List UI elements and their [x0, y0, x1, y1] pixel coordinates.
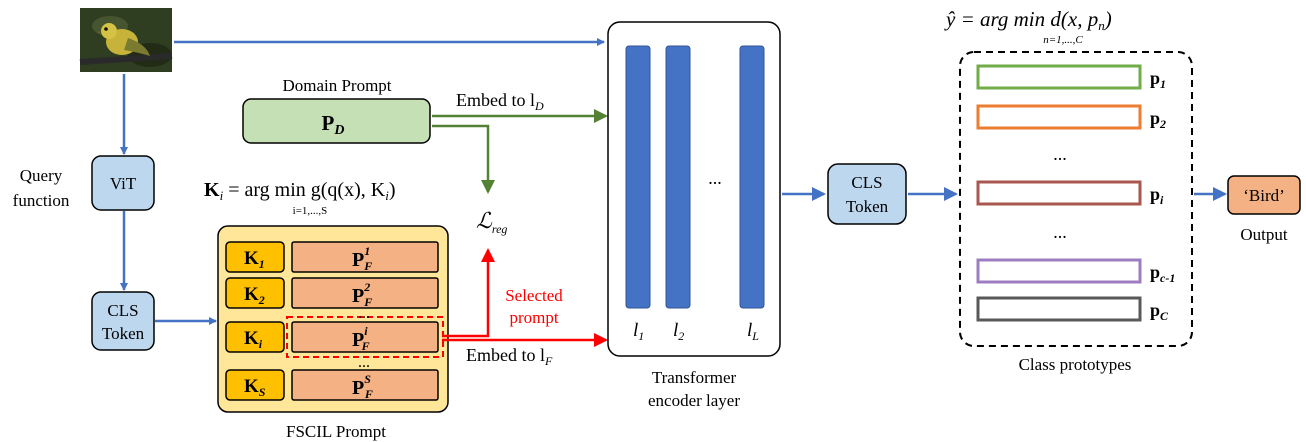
- cls-token-right-line1: CLS: [851, 173, 882, 192]
- cls-token-left: CLS Token: [91, 291, 155, 351]
- domain-prompt-box: PD: [242, 98, 431, 144]
- arrow-selected-to-loss: [442, 248, 495, 338]
- prompt-box: [291, 241, 439, 273]
- encoder-layer-L: [739, 45, 765, 309]
- layer-label-1: l1: [633, 320, 644, 343]
- domain-prompt-symbol: PD: [322, 111, 345, 138]
- prototype-label: pi: [1150, 184, 1164, 207]
- query-function-label-line2: function: [13, 191, 70, 210]
- encoder-layer-2: [665, 45, 691, 309]
- cls-token-right: CLS Token: [827, 163, 907, 225]
- layer-label-L: lL: [747, 320, 759, 343]
- prototype-bar: [976, 64, 1142, 90]
- encoder-caption-line1: Transformer: [652, 368, 737, 387]
- embed-f-label: Embed to lF: [466, 345, 553, 368]
- prototype-bar: [976, 104, 1142, 130]
- cls-token-right-line2: Token: [846, 197, 889, 216]
- vit-box: ViT: [91, 155, 155, 211]
- prototype-label: pC: [1150, 300, 1169, 323]
- output-box: ‘Bird’: [1227, 175, 1301, 215]
- prototype-rows: p1 p2 pi pc-1 pC: [976, 64, 1175, 323]
- prediction-equation-under: n=1,...,C: [1043, 34, 1083, 46]
- key-selection-equation: Ki = arg min g(q(x), Ki): [204, 179, 395, 203]
- key-equation-under: i=1,...,S: [293, 205, 328, 217]
- prototypes-caption: Class prototypes: [1019, 355, 1132, 374]
- pool-ellipsis-1: ...: [358, 305, 370, 322]
- arrow-domain-to-loss: [432, 124, 495, 194]
- cls-token-left-line1: CLS: [107, 301, 138, 320]
- pool-ellipsis-2: ...: [358, 354, 370, 371]
- prototype-row: p2: [976, 104, 1166, 131]
- prediction-equation: ŷ = arg min d(x, pn): [944, 7, 1112, 33]
- key-box: [225, 369, 285, 401]
- prototype-ellipsis-1: ...: [1053, 144, 1067, 164]
- fscil-caption: FSCIL Prompt: [286, 422, 386, 441]
- prototype-bar: [976, 258, 1142, 284]
- prototype-label: p2: [1150, 108, 1166, 131]
- prototypes-container: [959, 51, 1193, 347]
- layer-label-2: l2: [673, 320, 684, 343]
- cls-token-left-line2: Token: [102, 324, 145, 343]
- key-label: K1: [244, 248, 265, 271]
- prompt-box: [291, 321, 439, 353]
- transformer-encoder: ... l1 l2 lL: [607, 21, 781, 357]
- prototype-row: p1: [976, 64, 1166, 91]
- prototype-bar: [976, 296, 1142, 322]
- prototype-label: p1: [1150, 68, 1166, 91]
- domain-prompt-title: Domain Prompt: [282, 76, 391, 95]
- prompt-box: [291, 369, 439, 401]
- output-caption: Output: [1240, 225, 1288, 244]
- query-function-label-line1: Query: [20, 166, 63, 185]
- vit-label: ViT: [110, 174, 137, 193]
- prototype-ellipsis-2: ...: [1053, 222, 1067, 242]
- prototype-row: pi: [976, 180, 1164, 207]
- key-box: [225, 241, 285, 273]
- prototype-label: pc-1: [1150, 262, 1175, 285]
- prototype-row: pc-1: [976, 258, 1175, 285]
- prompt-box: [291, 277, 439, 309]
- loss-symbol: ℒreg: [476, 208, 507, 236]
- prototype-bar: [976, 180, 1142, 206]
- prototype-row: pC: [976, 296, 1169, 323]
- output-value: ‘Bird’: [1243, 186, 1285, 205]
- embed-d-label: Embed to lD: [456, 90, 544, 113]
- bird-image-icon: [79, 8, 173, 72]
- encoder-layer-1: [625, 45, 651, 309]
- key-label: K2: [244, 284, 265, 307]
- key-box: [225, 277, 285, 309]
- key-label: KS: [244, 376, 266, 399]
- selected-prompt-line1: Selected: [505, 286, 563, 305]
- encoder-caption-line2: encoder layer: [648, 391, 740, 410]
- key-box: [225, 321, 285, 353]
- selected-prompt-line2: prompt: [509, 308, 558, 327]
- encoder-ellipsis: ...: [708, 168, 722, 188]
- key-label: Ki: [244, 328, 263, 351]
